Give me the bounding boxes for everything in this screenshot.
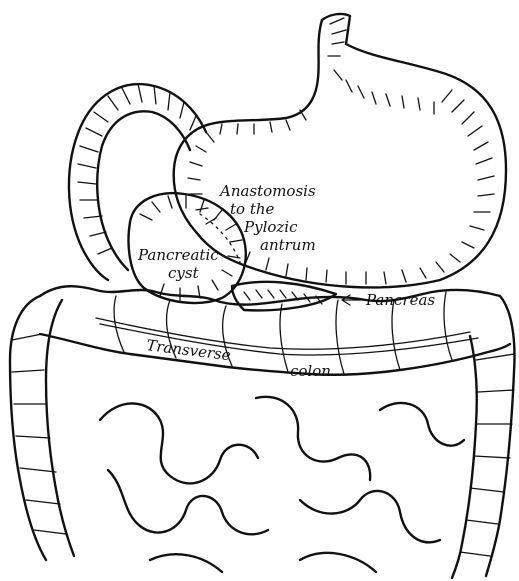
bowel-squiggle-2 xyxy=(108,470,268,534)
label-anastomosis-3: Pylozic xyxy=(243,218,298,236)
ascending-outer xyxy=(10,296,46,560)
bowel-squiggle-5 xyxy=(380,403,464,446)
stomach-hatching xyxy=(188,18,494,284)
label-colon: colon xyxy=(290,362,331,380)
stomach xyxy=(174,14,506,288)
loop-hatching xyxy=(78,84,196,254)
bowel-squiggle-6 xyxy=(150,553,376,572)
descending-outer xyxy=(486,296,514,576)
label-anastomosis-2: to the xyxy=(230,200,275,218)
bowel-squiggle-3 xyxy=(256,397,370,480)
stomach-outline xyxy=(174,14,506,288)
label-anastomosis-4: antrum xyxy=(260,236,316,254)
bowel-squiggle-4 xyxy=(300,491,440,542)
bowel-squiggle-1 xyxy=(100,403,258,483)
label-pancreas: Pancreas xyxy=(365,291,435,309)
label-cyst-2: cyst xyxy=(168,264,200,282)
label-transverse: Transverse xyxy=(146,336,232,364)
descending-inner xyxy=(452,336,477,578)
ascending-haustra xyxy=(12,334,66,534)
transverse-colon xyxy=(40,286,510,375)
descending-haustra xyxy=(460,354,514,556)
descending-colon xyxy=(452,296,514,578)
colon-lower-edge xyxy=(40,334,510,375)
label-cyst-1: Pancreatic xyxy=(137,246,219,264)
small-intestine xyxy=(100,397,464,572)
label-anastomosis-1: Anastomosis xyxy=(218,182,316,200)
